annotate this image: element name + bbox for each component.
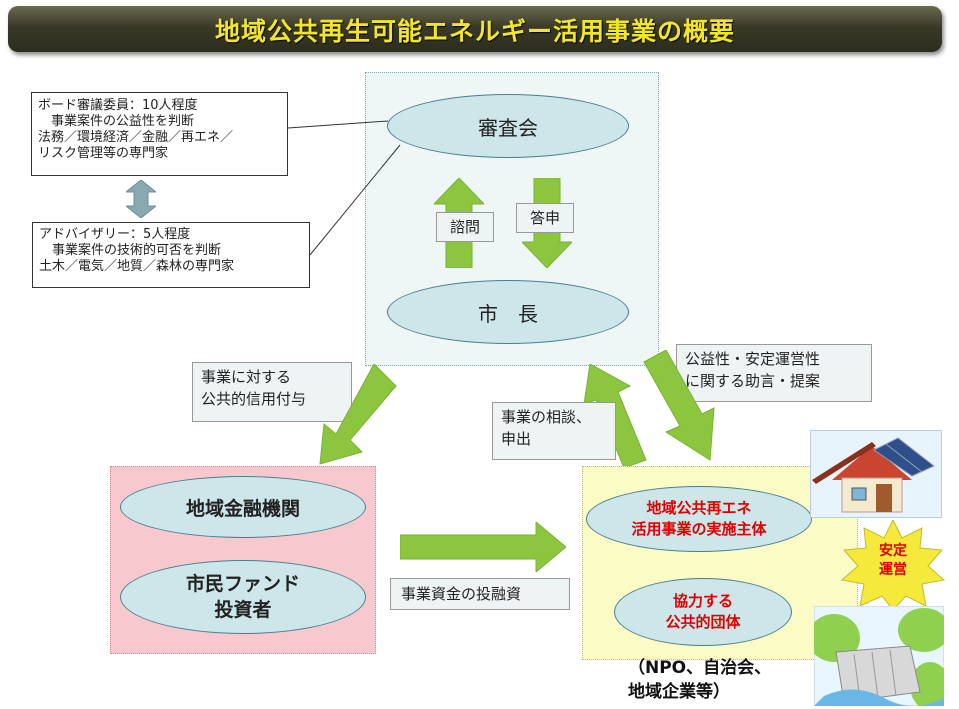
- bank-label: 地域金融機関: [185, 497, 300, 520]
- advice-arrow-icon: [643, 350, 715, 461]
- fund-label-line2: 投資者: [214, 599, 272, 621]
- investment-label: 事業資金の投融資: [390, 578, 570, 610]
- left-right-arrow-icon: [126, 180, 156, 218]
- consult-label: 諮問: [436, 212, 494, 242]
- fund-label-line1: 市民ファンド: [185, 573, 300, 595]
- page-title: 地域公共再生可能エネルギー活用事業の概要: [214, 17, 735, 46]
- credit-label: 事業に対する 公共的信用付与: [192, 362, 352, 422]
- council-ellipse: 審査会: [387, 94, 629, 158]
- mayor-label: 市 長: [478, 301, 538, 326]
- advice-label: 公益性・安定運営性 に関する助言・提案: [676, 344, 872, 402]
- hydro-dam-icon: [814, 606, 944, 706]
- diagonal-arrow-icon: [319, 364, 397, 465]
- report-label: 答申: [516, 203, 574, 233]
- mayor-ellipse: 市 長: [387, 280, 629, 344]
- stable-badge-star: [840, 520, 946, 610]
- consult-apply-label: 事業の相談、 申出: [492, 402, 616, 460]
- title-bar: 地域公共再生可能エネルギー活用事業の概要: [8, 6, 942, 52]
- council-label: 審査会: [478, 115, 538, 140]
- bank-ellipse: 地域金融機関: [120, 476, 366, 538]
- advisory-note: アドバイザリー：5人程度 事業案件の技術的可否を判断 土木／電気／地質／森林の専…: [32, 222, 310, 288]
- board-note: ボード審議委員：10人程度 事業案件の公益性を判断 法務／環境経済／金融／再エネ…: [31, 92, 288, 176]
- fund-ellipse: 市民ファンド 投資者: [120, 560, 366, 634]
- partner-examples: （NPO、自治会、 地域企業等）: [628, 658, 772, 702]
- stable-badge-label: 安定 運営: [879, 543, 907, 578]
- implementer-ellipse: 地域公共再エネ 活用事業の実施主体: [586, 486, 812, 552]
- right-arrow-icon: [400, 522, 566, 572]
- house-solar-icon: [812, 437, 935, 513]
- partner-ellipse: 協力する 公共的団体: [614, 578, 792, 646]
